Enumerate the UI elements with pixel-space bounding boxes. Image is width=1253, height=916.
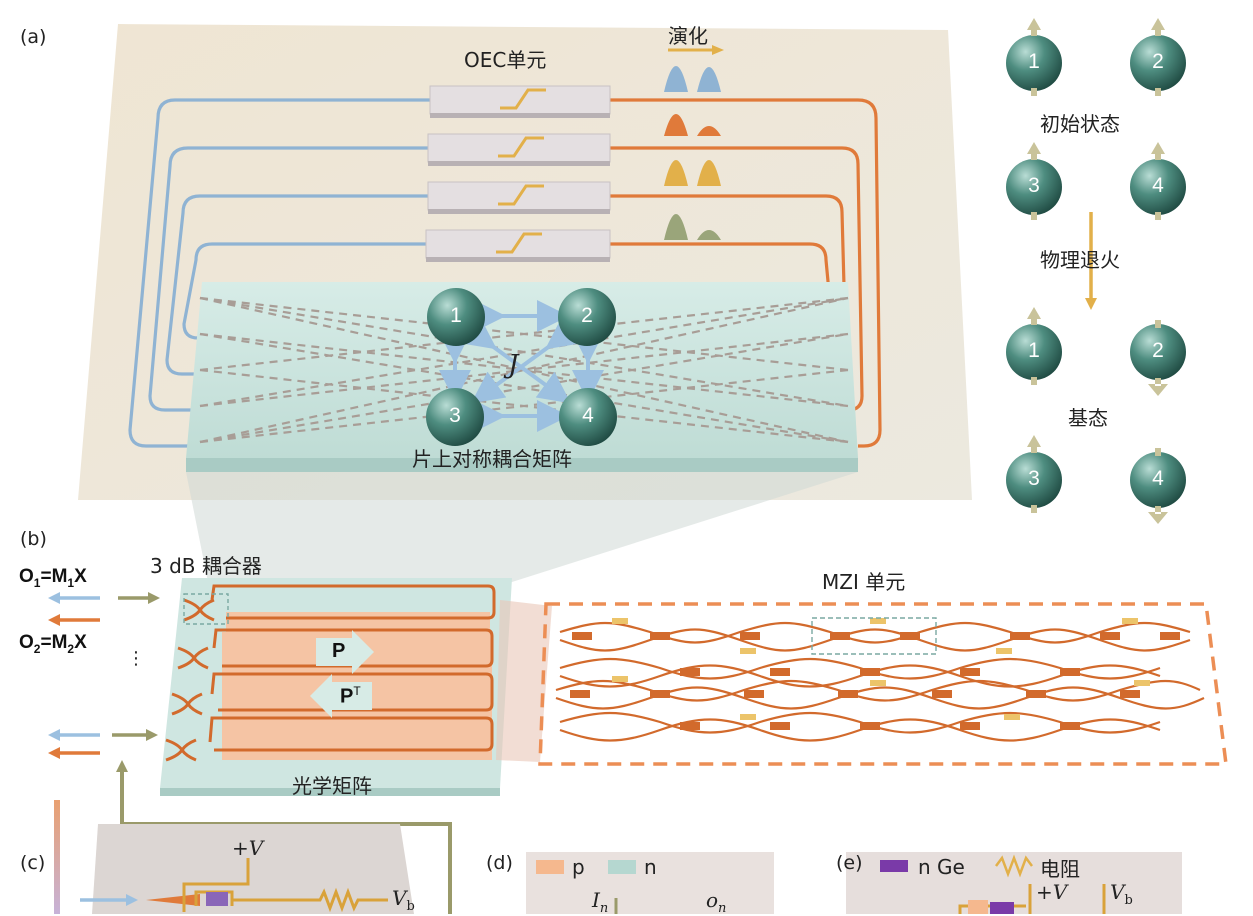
p-matrix-label: P (332, 640, 346, 662)
panel-e-drawing (846, 852, 1182, 914)
output-label: on (706, 888, 727, 916)
legend-p-label: p (572, 855, 585, 879)
initial-spin-1: 1 (1028, 50, 1040, 73)
io-arrows (48, 592, 160, 759)
panel-label-d: (d) (486, 852, 513, 874)
evolution-label: 演化 (668, 24, 708, 48)
annealing-label: 物理退火 (1040, 248, 1120, 272)
ellipsis: ⋮ (127, 648, 145, 669)
spin-states (1006, 18, 1186, 524)
legend-nge-label: n Ge (918, 855, 965, 879)
output-equation-1: O1=M1X (19, 566, 87, 590)
oec-units (425, 85, 611, 262)
initial-spin-3: 3 (1028, 174, 1040, 197)
ground-spin-2: 2 (1152, 339, 1164, 362)
panel-d-drawing (526, 852, 774, 914)
optical-matrix-chip (160, 578, 512, 796)
initial-spin-2: 2 (1152, 50, 1164, 73)
panel-label-e: (e) (836, 852, 863, 874)
optical-matrix-label: 光学矩阵 (292, 774, 372, 798)
panel-c-drawing (54, 760, 452, 914)
coupling-symbol-j: J (508, 350, 519, 380)
projection-a-to-b (186, 472, 858, 582)
mzi-mesh (538, 602, 1228, 766)
panel-c-plus-v: +V (232, 836, 264, 860)
coupling-matrix-plane (186, 282, 858, 472)
ground-spin-3: 3 (1028, 467, 1040, 490)
ground-spin-4: 4 (1152, 467, 1164, 490)
panel-e-vb: Vb (1110, 880, 1133, 908)
projection-b-to-mzi (496, 600, 552, 762)
output-equation-2: O2=M2X (19, 632, 87, 656)
panel-label-b: (b) (20, 528, 47, 550)
legend-n-label: n (644, 855, 657, 879)
ground-spin-1: 1 (1028, 339, 1040, 362)
coupler-label: 3 dB 耦合器 (150, 554, 262, 578)
mzi-unit-label: MZI 单元 (822, 570, 906, 594)
pt-matrix-label: PT (340, 684, 361, 708)
panel-label-c: (c) (20, 852, 46, 874)
matrix-spin-2: 2 (581, 304, 593, 327)
initial-state-label: 初始状态 (1040, 112, 1120, 136)
ground-state-label: 基态 (1068, 406, 1108, 430)
legend-resistor-label: 电阻 (1040, 857, 1080, 881)
panel-label-a: (a) (20, 26, 47, 48)
input-current-label: In (592, 888, 609, 916)
matrix-spin-4: 4 (582, 404, 594, 427)
oec-unit-label: OEC单元 (464, 48, 547, 72)
panel-e-plus-v: +V (1036, 880, 1068, 904)
matrix-spin-1: 1 (450, 304, 462, 327)
panel-c-vb: Vb (392, 886, 415, 914)
coupling-matrix-label: 片上对称耦合矩阵 (412, 447, 572, 471)
matrix-spin-3: 3 (449, 404, 461, 427)
initial-spin-4: 4 (1152, 174, 1164, 197)
evolution-pulses (664, 45, 724, 240)
